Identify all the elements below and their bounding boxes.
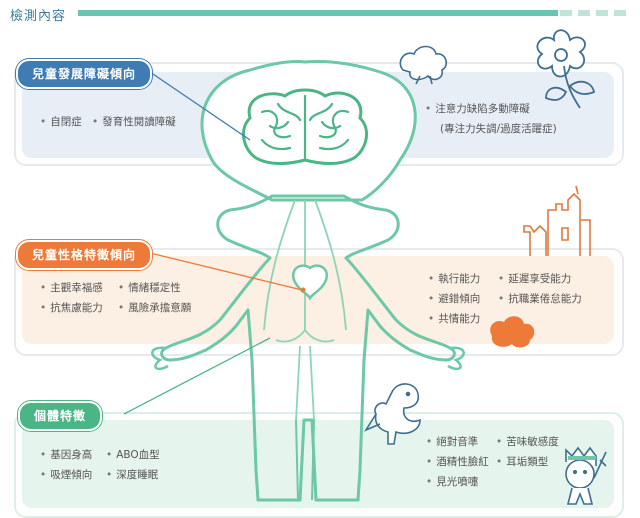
personality-item: 共情能力: [428, 311, 480, 326]
header-divider-bar: [78, 10, 558, 16]
cloud-doodle-icon: [399, 45, 448, 85]
individual-item: 酒精性臉紅: [426, 454, 489, 469]
individual-item: 苦味敏感度: [496, 434, 559, 449]
personality-item: 延遲享受能力: [498, 271, 571, 286]
connector-personality: [149, 252, 303, 291]
personality-item: 避錯傾向: [428, 291, 480, 306]
personality-item: 抗職業倦怠能力: [498, 291, 582, 306]
development-item: 自閉症: [40, 114, 82, 129]
development-tag: 兒童發展障礙傾向: [16, 59, 153, 89]
individual-item: 耳垢類型: [496, 454, 548, 469]
personality-panel-outline: [14, 248, 624, 356]
personality-item: 執行能力: [428, 271, 480, 286]
personality-item: 抗焦慮能力: [40, 300, 103, 315]
left-hand: [151, 346, 169, 371]
personality-item: 風險承擔意願: [118, 300, 191, 315]
brain-icon: [241, 88, 369, 165]
individual-item: 深度睡眠: [106, 467, 158, 482]
connector-development: [149, 71, 251, 141]
header-divider-dots: [560, 10, 626, 16]
individual-item: 吸煙傾向: [40, 467, 92, 482]
individual-item: 絕對音準: [426, 434, 478, 449]
page-title: 檢測內容: [10, 9, 67, 24]
personality-item: 情緒穩定性: [118, 280, 181, 295]
individual-tag: 個體特徵: [18, 401, 103, 431]
individual-item: ABO血型: [106, 447, 159, 462]
flower-doodle-icon: [536, 29, 596, 109]
prince-doodle-icon: [565, 446, 607, 505]
connector-individual: [123, 337, 271, 415]
development-item-note: (專注力失調/過度活躍症): [440, 123, 557, 135]
heart-icon: [291, 264, 329, 301]
castle-doodle-icon: [523, 185, 591, 256]
right-hand: [447, 346, 465, 371]
leg-separation: [295, 419, 315, 501]
dinosaur-doodle-icon: [363, 383, 421, 445]
nerve-lines: [263, 199, 347, 421]
torso-outline: [160, 194, 456, 502]
orange-cloud-icon: [490, 316, 535, 348]
personality-tag: 兒童性格特徵傾向: [16, 240, 153, 270]
development-item: 注意力缺陷多動障礙: [425, 101, 530, 116]
individual-item: 見光噴嚏: [426, 474, 478, 489]
individual-item: 基因身高: [40, 447, 92, 462]
development-item: 發育性閱讀障礙: [92, 114, 176, 129]
personality-item: 主觀幸福感: [40, 280, 103, 295]
